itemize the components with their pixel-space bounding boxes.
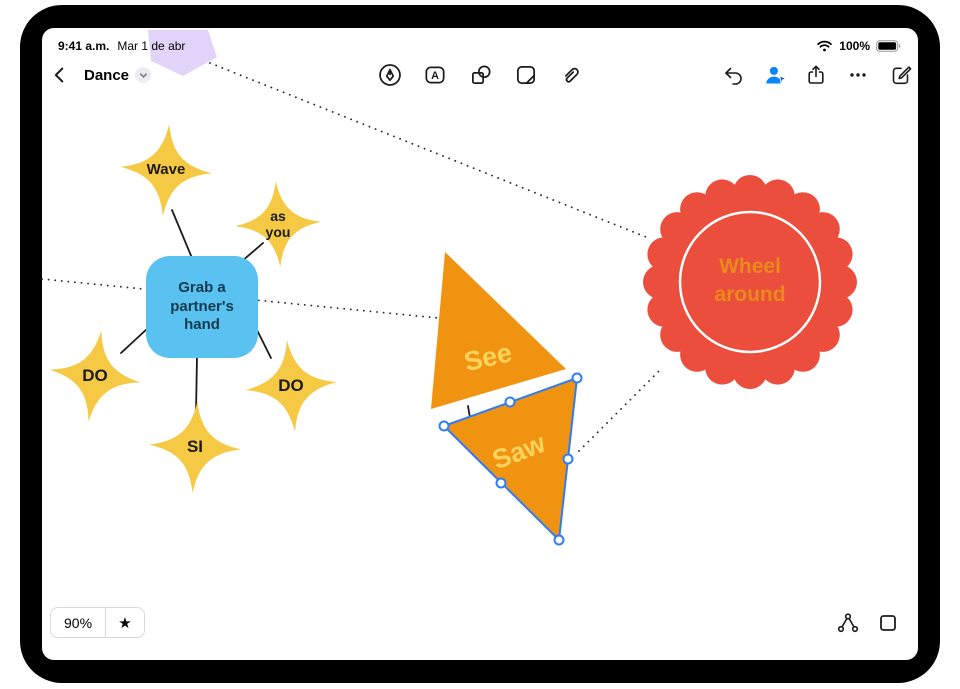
share-button[interactable] [798, 57, 834, 93]
collaborate-people-icon [766, 66, 787, 85]
back-button[interactable] [42, 57, 78, 93]
undo-icon [725, 67, 742, 85]
star-shape-icon [49, 330, 141, 422]
pen-icon [379, 64, 401, 86]
square-outline-icon [880, 615, 896, 631]
battery-icon [876, 40, 901, 52]
star-label: DO [82, 366, 108, 386]
undo-button[interactable] [715, 57, 751, 93]
pill-divider [105, 608, 107, 637]
see-triangle-node[interactable]: See [431, 252, 566, 409]
share-icon [808, 65, 824, 84]
status-bar: 9:41 a.m. Mar 1 de abr 100% [42, 36, 918, 56]
select-box-button[interactable] [870, 605, 906, 641]
sticky-note-tool-button[interactable] [508, 57, 544, 93]
status-time: 9:41 a.m. [58, 39, 110, 53]
star-node-do-left[interactable]: DO [47, 328, 143, 424]
diagram-nodes-icon [837, 613, 859, 633]
text-tool-button[interactable]: A [417, 57, 453, 93]
wheel-around-flower-node[interactable] [643, 175, 857, 389]
star-shape-icon [245, 340, 337, 432]
star-shape-icon [148, 400, 242, 494]
star-node-si[interactable]: SI [147, 399, 243, 495]
star-node-as-you[interactable]: as you [233, 179, 323, 269]
zoom-favorites-pill: 90% ★ [50, 607, 146, 638]
shapes-tool-button[interactable] [463, 57, 499, 93]
star-node-wave[interactable]: Wave [118, 122, 214, 218]
battery-percent: 100% [839, 39, 870, 53]
star-node-do-right[interactable]: DO [243, 338, 339, 434]
star-label: as you [265, 207, 291, 240]
sticky-note-icon [517, 66, 535, 84]
center-node-label: Grab a partner's hand [170, 278, 234, 334]
more-options-button[interactable] [840, 57, 876, 93]
star-label: SI [186, 437, 204, 457]
wifi-icon [817, 40, 833, 52]
star-icon: ★ [118, 614, 132, 632]
saw-triangle-node[interactable]: Saw [438, 372, 583, 546]
title-chevron-badge[interactable] [135, 67, 152, 83]
board-title-group[interactable]: Dance [84, 57, 152, 93]
star-shape-icon [234, 180, 322, 268]
attach-media-button[interactable] [552, 57, 588, 93]
text-box-icon: A [425, 66, 445, 84]
zoom-level-button[interactable]: 90% [64, 614, 93, 631]
favorites-star-button[interactable]: ★ [106, 608, 145, 637]
star-shape-icon [120, 124, 212, 216]
flower-inner-ring [678, 210, 822, 354]
chevron-down-icon [139, 72, 147, 78]
ellipsis-icon [850, 73, 866, 77]
star-label: Wave [146, 161, 186, 179]
new-board-button[interactable] [883, 57, 919, 93]
shapes-icon [472, 65, 491, 84]
wheel-around-label: Wheel around [714, 255, 786, 306]
purple-sticky-shape[interactable] [148, 30, 217, 76]
star-label: DO [278, 376, 304, 396]
markup-tool-button[interactable] [372, 57, 408, 93]
svg-text:A: A [431, 70, 439, 82]
center-node[interactable]: Grab a partner's hand [146, 256, 258, 358]
board-title: Dance [84, 66, 130, 84]
compose-icon [892, 66, 912, 85]
selection-handles[interactable] [438, 372, 583, 546]
paperclip-icon [565, 67, 579, 83]
connect-shapes-button[interactable] [830, 605, 866, 641]
chevron-left-icon [54, 67, 64, 83]
status-date: Mar 1 de abr [117, 39, 186, 53]
collaborate-button[interactable] [757, 57, 793, 93]
